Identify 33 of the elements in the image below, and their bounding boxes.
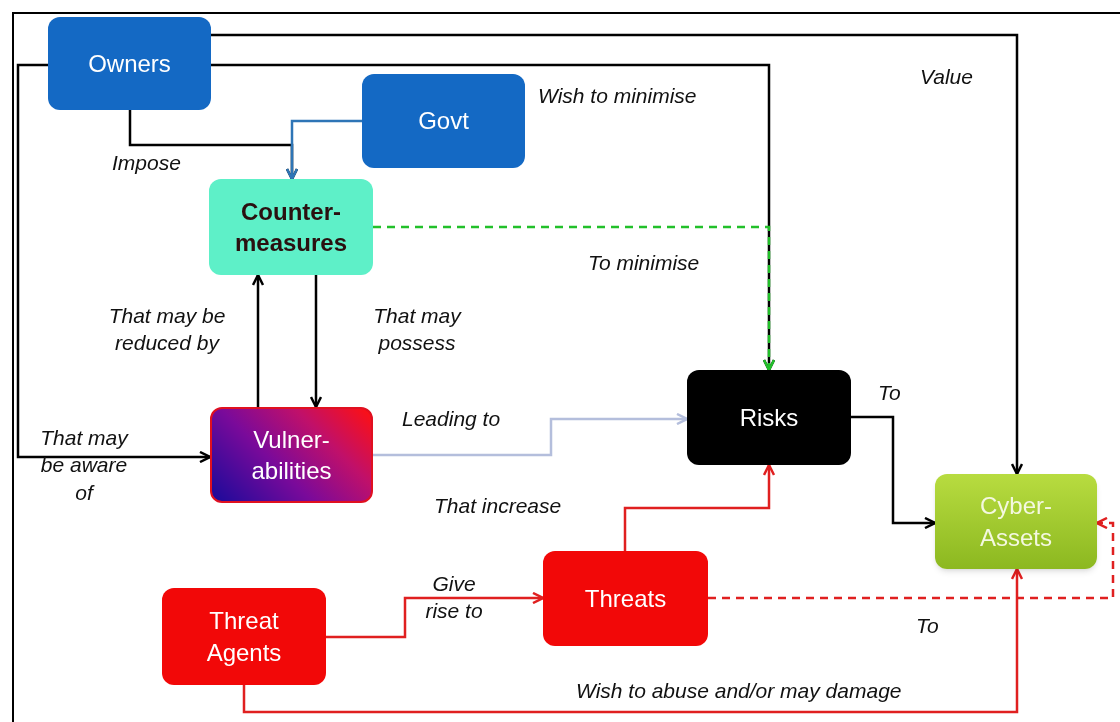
arrow [285,119,362,181]
concept-box: Risks [687,370,851,465]
asset-box: Cyber-Assets [935,474,1097,569]
edge-label: To [916,613,940,639]
edge-label: To minimise [588,250,701,276]
edge-label: To [878,380,902,406]
arrow [242,567,1024,714]
arrow [851,415,937,530]
concept-box: Threats [543,551,708,646]
actor-box: Owners [48,17,211,110]
concept-box: Vulner-abilities [210,407,373,503]
edge-label: That may possess [372,303,463,357]
actor-box: Threat Agents [162,588,326,685]
arrow [326,591,545,639]
actor-box: Govt [362,74,525,168]
edge-label: Value [920,64,974,90]
arrow [708,516,1115,600]
edge-label: Wish to minimise [538,83,698,109]
edge-label: Leading to [402,406,502,432]
concept-box: Counter-measures [209,179,373,275]
edge-label: Impose [112,150,182,176]
arrow [373,412,689,457]
arrow [211,33,1024,476]
arrow [623,463,776,551]
arrow [373,225,776,372]
edge-label: Give rise to [424,571,484,625]
edge-label: That increase [434,493,563,519]
edge-label: Wish to abuse and/or may damage [576,678,903,704]
edge-label: That may be reduced by [107,303,227,357]
arrow [309,275,323,409]
arrow [251,273,265,407]
edge-label: That may be aware of [39,425,130,506]
arrow [16,63,212,464]
